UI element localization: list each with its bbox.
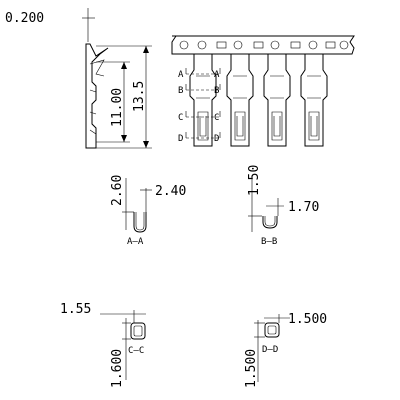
section-mark-c-right: C [214,113,219,123]
section-d-width-dimension: 1.500 [288,312,327,327]
section-a-a: 2.60 2.40 A—A [110,175,186,247]
section-c-label: C—C [128,346,144,356]
thickness-dimension: 0.200 [5,11,44,26]
section-mark-a-right: A [214,70,220,80]
terminal [189,54,217,147]
section-b-height-dimension: 1.50 [247,165,262,196]
terminal [263,54,291,147]
section-mark-b-right: B [214,86,219,96]
section-a-width-dimension: 2.40 [155,184,186,199]
section-a-height-dimension: 2.60 [110,175,125,206]
section-mark-b-left: B [178,86,183,96]
section-d-height-dimension: 1.500 [244,349,259,388]
section-d-label: D—D [262,345,278,355]
terminal [226,54,254,147]
section-b-width-dimension: 1.70 [288,200,319,215]
section-mark-d-left: D [178,134,183,144]
inner-length-dimension: 11.00 [110,88,125,127]
section-mark-c-left: C [178,113,183,123]
terminal [300,54,328,147]
section-c-c: 1.55 1.600 C—C [60,302,146,388]
section-mark-a-left: A [178,70,184,80]
section-a-label: A—A [127,237,144,247]
section-mark-d-right: D [214,134,219,144]
section-b-b: 1.50 1.70 B—B [247,165,319,247]
section-d-d: 1.500 1.500 D—D [244,312,327,388]
section-c-width-dimension: 1.55 [60,302,91,317]
section-b-label: B—B [261,237,277,247]
section-c-height-dimension: 1.600 [110,349,125,388]
carrier-strip [171,35,355,55]
side-view: 0.200 11.00 13.5 [5,8,152,149]
total-length-dimension: 13.5 [132,81,147,112]
section-cut-lines [185,68,221,139]
